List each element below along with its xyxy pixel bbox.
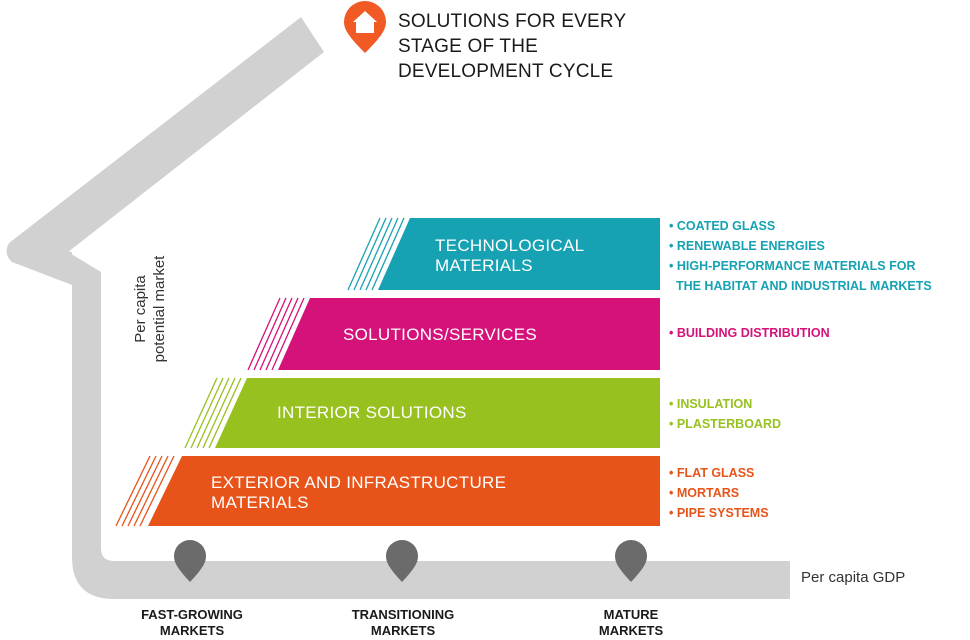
bullets-interior: • INSULATION • PLASTERBOARD <box>669 394 781 434</box>
market-label-line: MARKETS <box>598 623 664 638</box>
diagram-title: SOLUTIONS FOR EVERY STAGE OF THE DEVELOP… <box>398 9 698 84</box>
band-solutions-services <box>247 297 660 371</box>
band-exterior-infrastructure <box>115 455 660 527</box>
location-pin-icon <box>174 540 206 582</box>
market-label-line: MARKETS <box>370 623 436 638</box>
y-axis-label: Per capita potential market <box>118 245 178 395</box>
bullet-item: • INSULATION <box>669 397 753 411</box>
band-label-line: MATERIALS <box>211 493 309 512</box>
bullet-item: • HIGH-PERFORMANCE MATERIALS FOR <box>669 259 916 273</box>
x-axis-label: Per capita GDP <box>801 569 906 586</box>
band-label-line: INTERIOR SOLUTIONS <box>277 403 467 422</box>
title-line: STAGE OF THE <box>398 36 538 57</box>
market-label-transitioning: TRANSITIONING MARKETS <box>323 607 483 639</box>
market-label-line: MARKETS <box>159 623 225 638</box>
bullets-solutions: • BUILDING DISTRIBUTION <box>669 323 830 343</box>
band-label-line: SOLUTIONS/SERVICES <box>343 325 538 344</box>
bullet-item: • RENEWABLE ENERGIES <box>669 239 825 253</box>
band-label-solutions: SOLUTIONS/SERVICES <box>343 325 537 345</box>
bullet-item: • BUILDING DISTRIBUTION <box>669 326 830 340</box>
house-roof-cap <box>6 243 73 285</box>
bullet-item: • PIPE SYSTEMS <box>669 506 769 520</box>
y-axis-label-line: potential market <box>151 255 168 363</box>
band-interior-solutions <box>184 377 660 449</box>
market-label-line: MATURE <box>603 607 659 622</box>
bullets-technological: • COATED GLASS • RENEWABLE ENERGIES • HI… <box>669 216 932 296</box>
bullet-item: • COATED GLASS <box>669 219 776 233</box>
title-line: DEVELOPMENT CYCLE <box>398 61 614 82</box>
band-label-technological: TECHNOLOGICAL MATERIALS <box>435 236 584 276</box>
band-label-line: EXTERIOR AND INFRASTRUCTURE <box>211 473 507 492</box>
bullets-exterior: • FLAT GLASS • MORTARS • PIPE SYSTEMS <box>669 463 769 523</box>
market-label-line: TRANSITIONING <box>351 607 455 622</box>
bullet-item: • PLASTERBOARD <box>669 417 782 431</box>
bullet-item: THE HABITAT AND INDUSTRIAL MARKETS <box>669 279 932 293</box>
house-location-pin-icon <box>344 1 386 53</box>
y-axis-label-line: Per capita <box>132 275 149 343</box>
market-label-line: FAST-GROWING <box>141 607 243 622</box>
title-line: SOLUTIONS FOR EVERY <box>398 11 627 32</box>
band-technological-materials <box>347 217 660 291</box>
bullet-item: • MORTARS <box>669 486 740 500</box>
band-label-line: TECHNOLOGICAL <box>435 236 585 255</box>
market-label-mature: MATURE MARKETS <box>551 607 711 639</box>
house-outline <box>9 17 790 599</box>
bullet-item: • FLAT GLASS <box>669 466 755 480</box>
location-pin-icon <box>615 540 647 582</box>
location-pin-icon <box>386 540 418 582</box>
band-label-interior: INTERIOR SOLUTIONS <box>277 403 467 423</box>
band-label-exterior: EXTERIOR AND INFRASTRUCTURE MATERIALS <box>211 473 506 513</box>
market-label-fast-growing: FAST-GROWING MARKETS <box>112 607 272 639</box>
band-label-line: MATERIALS <box>435 256 533 275</box>
